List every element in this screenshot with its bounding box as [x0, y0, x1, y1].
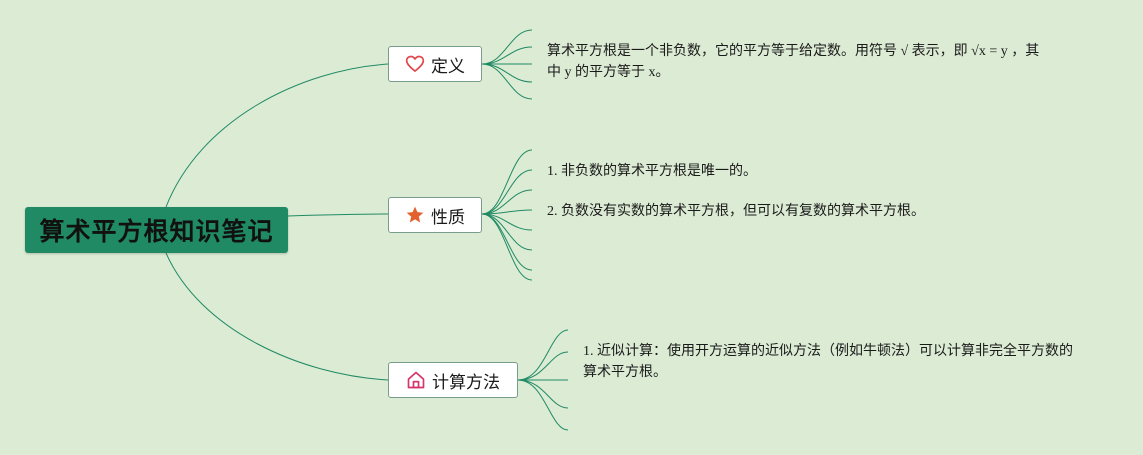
star-icon [405, 205, 425, 225]
note-text: 1. 近似计算：使用开方运算的近似方法（例如牛顿法）可以计算非完全平方数的算术平… [583, 344, 1073, 380]
note-properties-1: 1. 非负数的算术平方根是唯一的。 [547, 161, 1067, 182]
note-properties-2: 2. 负数没有实数的算术平方根，但可以有复数的算术平方根。 [547, 201, 1107, 222]
connector-root-properties [287, 213, 389, 217]
note-text: 2. 负数没有实数的算术平方根，但可以有复数的算术平方根。 [547, 204, 925, 219]
branch-label-calculation: 计算方法 [432, 372, 500, 393]
note-calculation: 1. 近似计算：使用开方运算的近似方法（例如牛顿法）可以计算非完全平方数的算术平… [583, 341, 1083, 383]
note-text: 1. 非负数的算术平方根是唯一的。 [547, 164, 757, 179]
branch-properties[interactable]: 性质 [388, 197, 482, 233]
note-definition: 算术平方根是一个非负数，它的平方等于给定数。用符号 √ 表示，即 √x = y … [547, 41, 1047, 83]
home-icon [406, 370, 426, 390]
connector-root-definition [165, 63, 389, 208]
connector-root-calculation [165, 252, 389, 381]
heart-icon [405, 54, 425, 74]
branch-label-properties: 性质 [431, 207, 465, 228]
branch-definition[interactable]: 定义 [388, 46, 482, 82]
branch-label-definition: 定义 [431, 56, 465, 77]
root-node[interactable]: 算术平方根知识笔记 [25, 207, 288, 253]
note-text: 算术平方根是一个非负数，它的平方等于给定数。用符号 √ 表示，即 √x = y … [547, 44, 1040, 80]
root-title: 算术平方根知识笔记 [39, 217, 274, 246]
branch-calculation[interactable]: 计算方法 [388, 362, 518, 398]
